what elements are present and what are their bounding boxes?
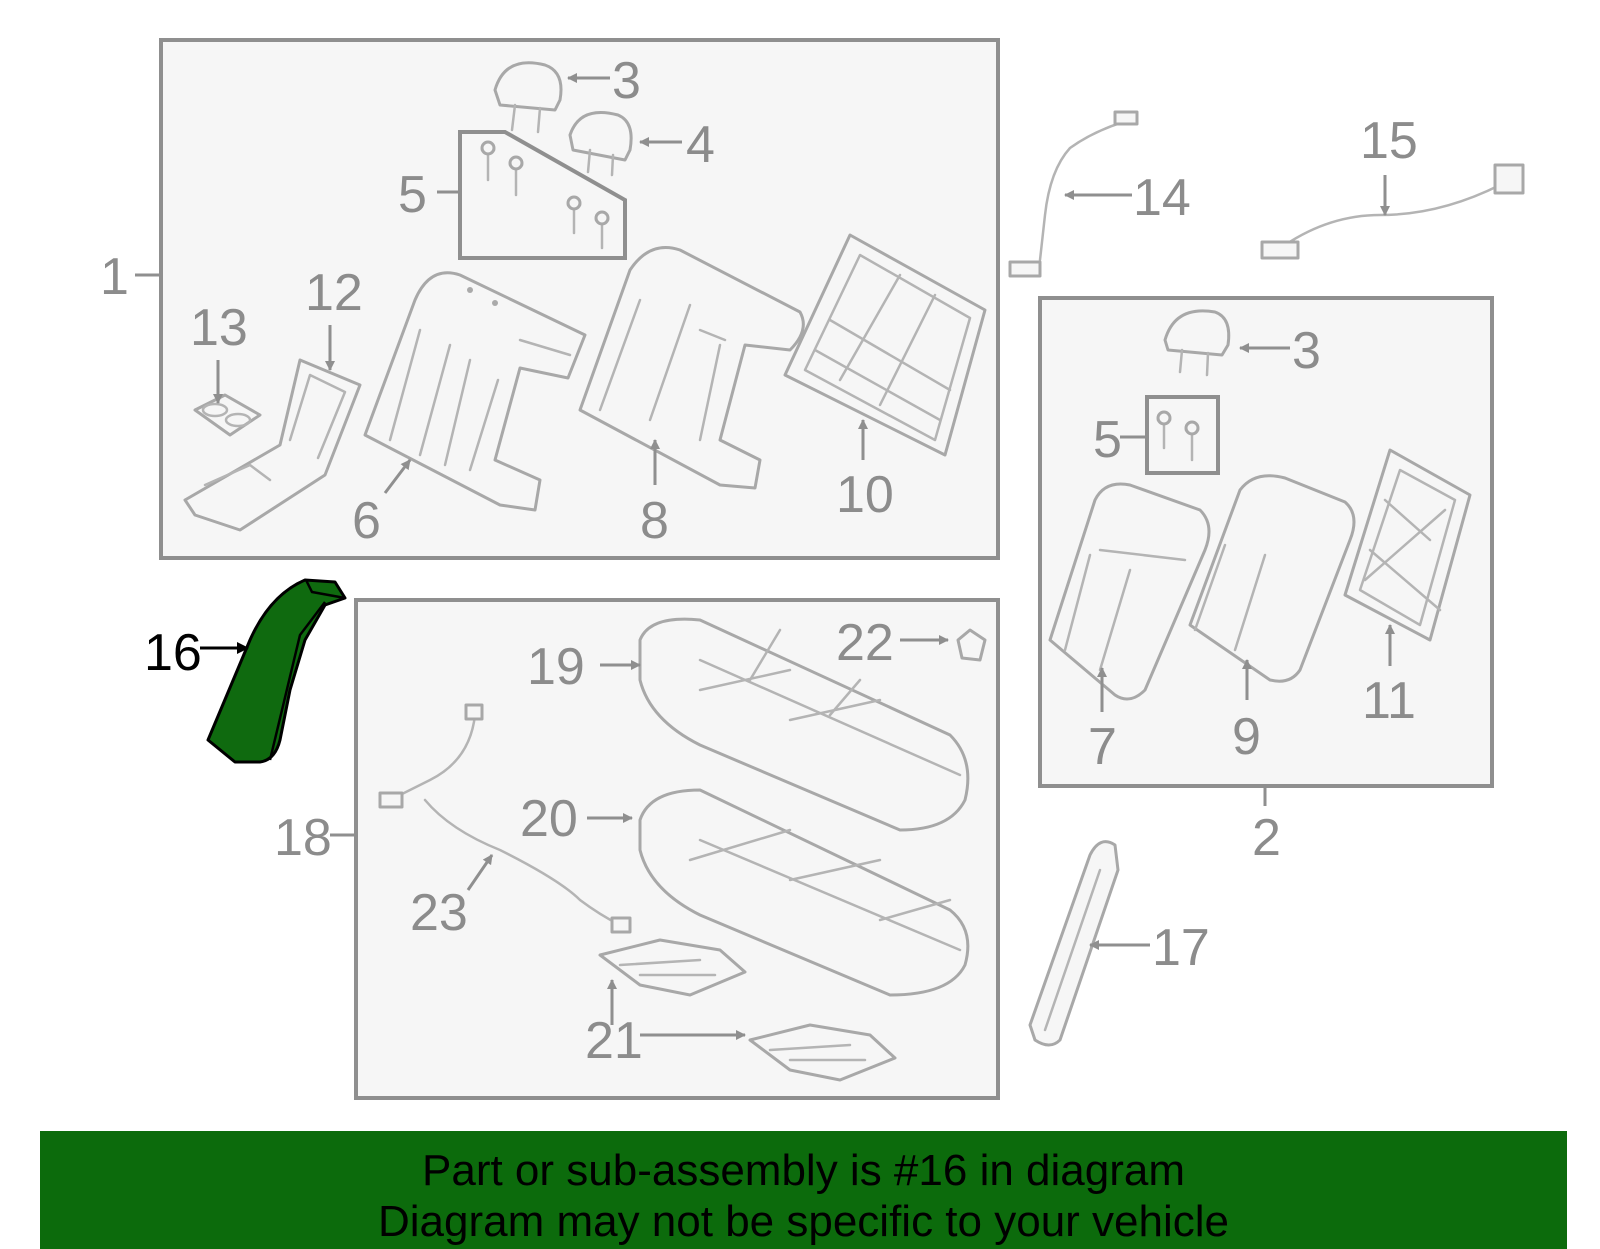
- seatback-frame-part-11: [1343, 448, 1472, 642]
- callout-1: 1: [100, 248, 129, 306]
- bolts-5a: [480, 140, 610, 250]
- seatback-pad-part-9: [1188, 474, 1356, 683]
- seatback-frame-part-7: [1048, 482, 1211, 701]
- leader-lines: [135, 73, 1395, 1040]
- callout-19: 19: [527, 638, 585, 696]
- seatback-frame-part-10: [783, 233, 987, 457]
- headrest-part-3a: [493, 61, 563, 134]
- callout-7: 7: [1088, 718, 1117, 776]
- wire-harness-part-14: [1008, 110, 1139, 278]
- bolts-5b: [1156, 410, 1200, 462]
- callout-4: 4: [686, 116, 715, 174]
- notice-banner: Part or sub-assembly is #16 in diagram D…: [40, 1131, 1567, 1249]
- wire-harness-part-15: [1260, 163, 1525, 260]
- wire-harness-part-23: [378, 703, 632, 934]
- armrest-part-12: [183, 358, 362, 532]
- callout-22: 22: [836, 614, 894, 672]
- bolt-box-5b: [1145, 395, 1220, 475]
- cushion-pad-part-20: [638, 788, 970, 997]
- cushion-cover-part-19: [638, 617, 970, 832]
- callout-5b: 5: [1093, 411, 1122, 469]
- side-bolster-part-16-highlighted[interactable]: [206, 578, 347, 764]
- callout-3b: 3: [1292, 322, 1321, 380]
- callout-labels: 1 2 3 4 3 5 5 6 7 8 9 10 11 12 13 14 15 …: [100, 52, 1418, 1070]
- seatback-frame-part-6: [363, 271, 587, 512]
- clip-part-22: [956, 628, 987, 662]
- callout-15: 15: [1360, 112, 1418, 170]
- bolt-box-5a: [458, 130, 627, 260]
- headrest-part-3b: [1163, 309, 1231, 377]
- side-bolster-part-17: [1028, 840, 1120, 1047]
- seatback-pad-part-8: [578, 246, 805, 490]
- callout-9: 9: [1232, 708, 1261, 766]
- banner-line-2: Diagram may not be specific to your vehi…: [377, 1197, 1230, 1246]
- callout-5a: 5: [398, 166, 427, 224]
- banner-line-1: Part or sub-assembly is #16 in diagram: [422, 1146, 1185, 1195]
- callout-23: 23: [410, 884, 468, 942]
- callout-2: 2: [1252, 809, 1281, 867]
- callout-6: 6: [352, 492, 381, 550]
- callout-21: 21: [585, 1012, 643, 1070]
- headrest-part-4: [568, 111, 633, 177]
- cushion-bracket-part-21a: [598, 938, 747, 997]
- callout-8: 8: [640, 492, 669, 550]
- callout-14: 14: [1133, 169, 1191, 227]
- callout-10: 10: [836, 466, 894, 524]
- callout-16: 16: [144, 624, 202, 682]
- callout-13: 13: [190, 299, 248, 357]
- callout-20: 20: [520, 790, 578, 848]
- callout-17: 17: [1152, 919, 1210, 977]
- callout-18: 18: [274, 809, 332, 867]
- callout-3a: 3: [612, 52, 641, 110]
- cushion-bracket-part-21b: [748, 1023, 897, 1082]
- callout-11: 11: [1362, 672, 1416, 730]
- callout-12: 12: [305, 264, 363, 322]
